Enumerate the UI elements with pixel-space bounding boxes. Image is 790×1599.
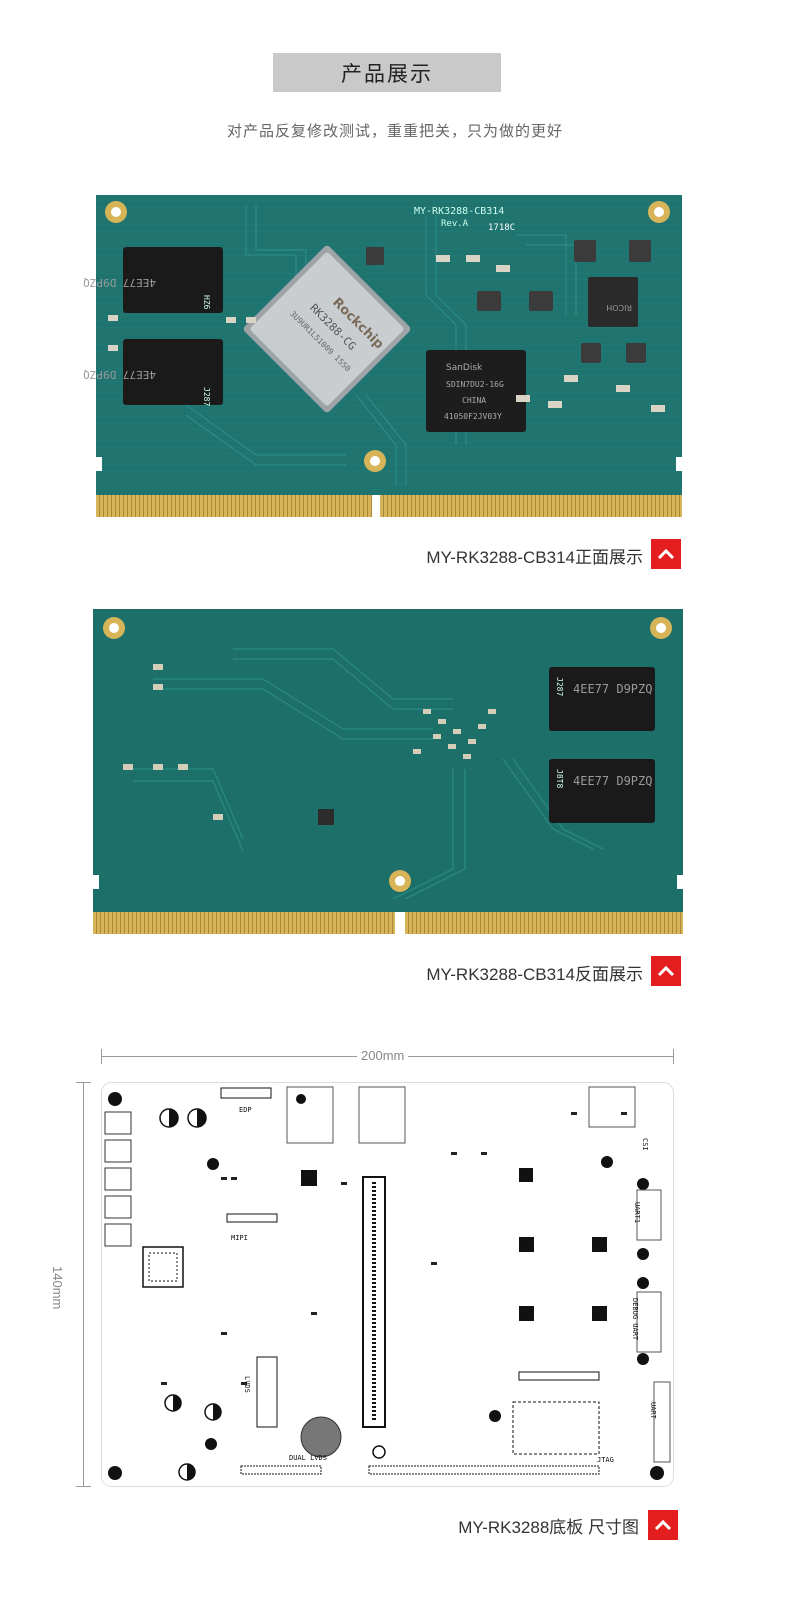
svg-text:SanDisk: SanDisk bbox=[446, 363, 483, 373]
baseboard-caption: MY-RK3288底板 尺寸图 bbox=[458, 1518, 639, 1537]
section-subtitle: 对产品反复修改测试，重重把关，只为做的更好 bbox=[226, 123, 563, 140]
svg-text:EDP: EDP bbox=[239, 1106, 252, 1114]
scroll-top-button[interactable] bbox=[648, 1510, 678, 1540]
svg-text:UART1: UART1 bbox=[633, 1202, 641, 1223]
back-caption: MY-RK3288-CB314反面展示 bbox=[426, 965, 643, 984]
svg-text:4EE77 D9PZQ: 4EE77 D9PZQ bbox=[573, 774, 652, 788]
svg-text:J287: J287 bbox=[202, 387, 211, 406]
svg-text:LVDS: LVDS bbox=[243, 1376, 251, 1393]
scroll-top-button[interactable] bbox=[651, 956, 681, 986]
svg-text:MIPI: MIPI bbox=[231, 1234, 248, 1242]
svg-text:HZ6: HZ6 bbox=[202, 295, 211, 310]
height-dimension-label: 140mm bbox=[50, 1262, 65, 1314]
svg-text:Rev.A: Rev.A bbox=[441, 219, 469, 229]
svg-text:1718C: 1718C bbox=[488, 223, 515, 233]
svg-text:JTAG: JTAG bbox=[597, 1456, 614, 1464]
svg-text:RICOH: RICOH bbox=[606, 303, 632, 312]
front-caption: MY-RK3288-CB314正面展示 bbox=[426, 548, 643, 567]
chevron-up-icon bbox=[654, 1519, 672, 1531]
svg-text:UART: UART bbox=[649, 1402, 657, 1420]
section-title: 产品展示 bbox=[273, 53, 501, 92]
svg-text:SDIN7DU2-16G: SDIN7DU2-16G bbox=[446, 380, 504, 389]
svg-text:4EE77 D9PZQ: 4EE77 D9PZQ bbox=[83, 276, 156, 289]
height-dimension-tick-bottom bbox=[76, 1486, 91, 1487]
svg-text:MY-RK3288-CB314: MY-RK3288-CB314 bbox=[414, 206, 504, 217]
height-dimension-tick-top bbox=[76, 1082, 91, 1083]
svg-text:DEBUG UART: DEBUG UART bbox=[631, 1298, 639, 1341]
height-dimension-line bbox=[83, 1082, 84, 1487]
svg-text:4EE77 D9PZQ: 4EE77 D9PZQ bbox=[83, 368, 156, 381]
baseboard-layout-drawing: EDP MIPI LVDS DUAL LVDS JTAG UART1 DEBUG… bbox=[101, 1082, 674, 1487]
svg-text:DUAL LVDS: DUAL LVDS bbox=[289, 1454, 327, 1462]
chevron-up-icon bbox=[657, 548, 675, 560]
core-board-back-photo: 4EE77 D9PZQ 4EE77 D9PZQ J287 J8T8 bbox=[93, 609, 683, 934]
width-dimension-tick-right bbox=[673, 1049, 674, 1064]
svg-text:41050F2JV03Y: 41050F2JV03Y bbox=[444, 412, 502, 421]
svg-text:J287: J287 bbox=[555, 677, 564, 696]
core-board-front-photo: 4EE77 D9PZQ 4EE77 D9PZQ HZ6 J287 Rockchi… bbox=[83, 195, 682, 517]
svg-text:CHINA: CHINA bbox=[462, 396, 486, 405]
width-dimension-tick-left bbox=[101, 1049, 102, 1064]
svg-text:J8T8: J8T8 bbox=[555, 769, 564, 788]
chevron-up-icon bbox=[657, 965, 675, 977]
width-dimension-label: 200mm bbox=[357, 1048, 409, 1063]
svg-text:4EE77 D9PZQ: 4EE77 D9PZQ bbox=[573, 682, 652, 696]
svg-text:CSI: CSI bbox=[641, 1138, 649, 1151]
scroll-top-button[interactable] bbox=[651, 539, 681, 569]
